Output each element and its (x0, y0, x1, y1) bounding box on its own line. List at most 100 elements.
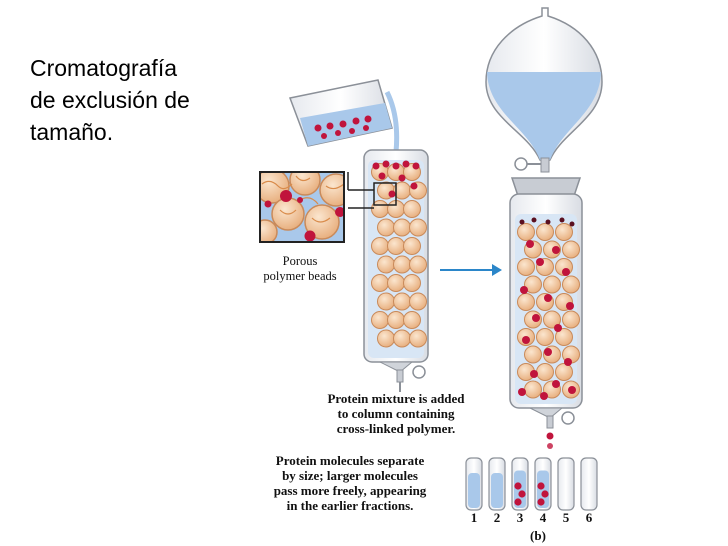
protein-molecule (398, 174, 406, 182)
right-stopcock-icon (561, 411, 575, 425)
protein-molecule (412, 162, 420, 170)
protein-molecule (552, 246, 560, 254)
title-line-2: de exclusión de (30, 87, 190, 113)
process-arrow-icon (440, 264, 502, 276)
bead-magnification (259, 171, 345, 243)
protein-molecule (545, 219, 551, 225)
fraction-number: 3 (517, 510, 524, 525)
protein-molecule (568, 386, 576, 394)
bead (387, 311, 405, 329)
bead (517, 293, 535, 311)
bead (371, 274, 389, 292)
part-label: (b) (530, 528, 546, 543)
protein-molecule (372, 162, 380, 170)
bead (524, 275, 542, 294)
separate-line-1: Protein molecules separate (276, 453, 425, 468)
fraction-tube-2: 2 (488, 457, 506, 525)
bead (562, 310, 580, 329)
left-stopcock-icon (412, 365, 426, 379)
protein-molecule (540, 392, 548, 400)
protein-molecule (544, 348, 552, 356)
protein-molecule (566, 302, 574, 310)
zoom-connector (347, 172, 397, 209)
protein-molecule (541, 490, 549, 498)
right-column (509, 177, 583, 449)
protein-molecule (410, 182, 418, 190)
bead (517, 223, 535, 241)
bead (403, 200, 421, 218)
protein-molecule (562, 268, 570, 276)
separatory-funnel (485, 7, 603, 173)
protein-molecule (518, 490, 526, 498)
fraction-number: 4 (540, 510, 547, 525)
bead (387, 237, 405, 255)
separate-caption: Protein molecules separate by size; larg… (274, 453, 427, 513)
bead (409, 218, 427, 237)
protein-molecule (569, 221, 575, 227)
bead (555, 223, 573, 241)
fraction-number: 1 (471, 510, 478, 525)
bead (536, 223, 554, 241)
separate-line-3: pass more freely, appearing (274, 483, 427, 498)
bead (562, 275, 580, 294)
fraction-number: 5 (563, 510, 570, 525)
bead (536, 363, 554, 381)
protein-molecule (554, 324, 562, 332)
protein-molecule (520, 286, 528, 294)
protein-molecule (559, 217, 565, 223)
fraction-number: 6 (586, 510, 593, 525)
bead (517, 258, 535, 276)
bead (403, 274, 421, 292)
bead (377, 329, 395, 348)
bead (562, 240, 580, 259)
protein-molecule (522, 336, 530, 344)
protein-molecule (531, 217, 537, 223)
protein-molecule (518, 388, 526, 396)
bead (393, 292, 411, 311)
protein-molecule (564, 358, 572, 366)
protein-molecule (402, 160, 410, 168)
mixture-line-1: Protein mixture is added (327, 391, 465, 406)
protein-molecule (544, 294, 552, 302)
bead (555, 328, 573, 346)
protein-molecule (382, 160, 390, 168)
protein-molecule (537, 482, 545, 490)
bead (524, 345, 542, 364)
bead (409, 292, 427, 311)
funnel-stopcock-icon (514, 157, 528, 171)
mixture-line-3: cross-linked polymer. (337, 421, 455, 436)
fraction-tube-3: 3 (511, 457, 529, 525)
fraction-number: 2 (494, 510, 501, 525)
right-column-beads (517, 217, 580, 400)
mixture-caption: Protein mixture is added to column conta… (327, 391, 465, 436)
bead (387, 274, 405, 292)
beads-label: Porous polymer beads (263, 254, 336, 283)
protein-molecule (388, 190, 396, 198)
fraction-tube-1: 1 (465, 457, 483, 525)
beads-label-line-1: Porous (283, 254, 318, 268)
protein-molecule (392, 162, 400, 170)
protein-molecule (552, 380, 560, 388)
bead (371, 237, 389, 255)
bead (403, 237, 421, 255)
fraction-tubes: 1 2 3 4 5 6 (465, 457, 598, 525)
protein-molecule (514, 482, 522, 490)
slide-title: Cromatografía de exclusión de tamaño. (30, 52, 240, 148)
protein-molecule (378, 172, 386, 180)
protein-molecule (537, 498, 545, 506)
bead (409, 329, 427, 348)
beads-label-line-2: polymer beads (263, 269, 336, 283)
bead (377, 292, 395, 311)
protein-molecule (514, 498, 522, 506)
pouring-beaker (288, 79, 400, 153)
fraction-tube-6: 6 (580, 457, 598, 525)
bead (393, 218, 411, 237)
bead (377, 218, 395, 237)
bead (371, 311, 389, 329)
bead (403, 311, 421, 329)
bead (377, 255, 395, 274)
left-column-beads (371, 160, 427, 348)
separate-line-4: in the earlier fractions. (287, 498, 414, 513)
protein-molecule (526, 240, 534, 248)
